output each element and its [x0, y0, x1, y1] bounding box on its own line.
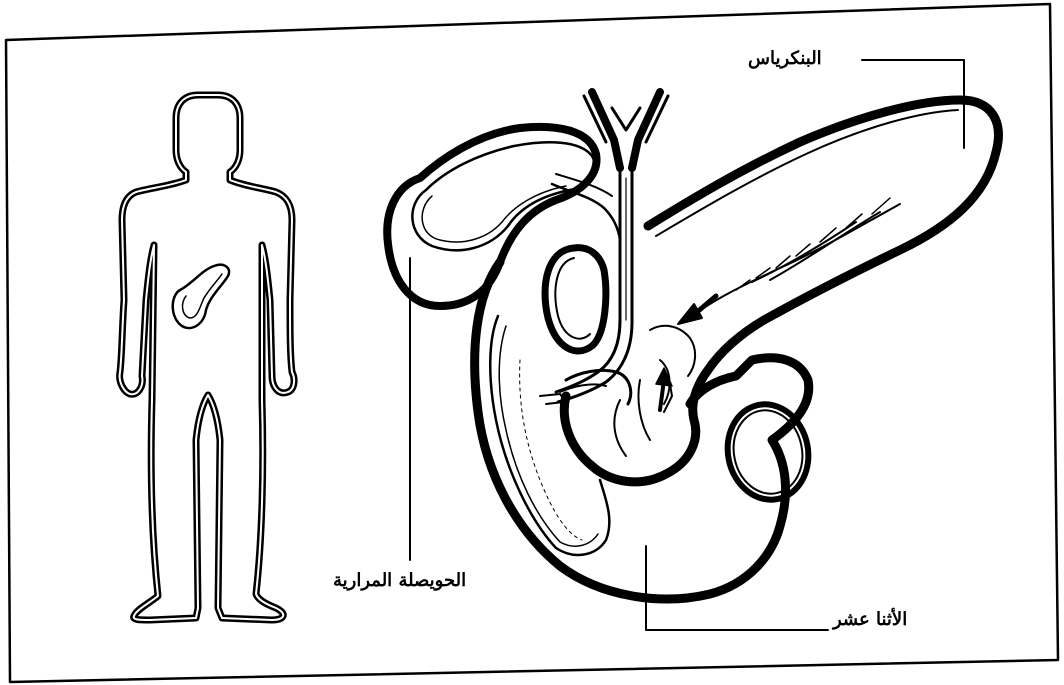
label-duodenum: الأثنا عشر [833, 611, 907, 629]
label-gallbladder: الحويصلة المرارية [333, 572, 466, 590]
pancreas-outline [564, 100, 998, 482]
leader-duodenum [646, 546, 828, 630]
gallbladder-outline [387, 127, 596, 306]
flow-arrow [678, 304, 702, 324]
duodenum-inner-lining [490, 316, 609, 555]
bile-duct [556, 168, 620, 392]
label-pancreas: البنكرياس [748, 50, 822, 68]
human-figure [120, 95, 294, 620]
duodenal-bulb [545, 248, 606, 351]
